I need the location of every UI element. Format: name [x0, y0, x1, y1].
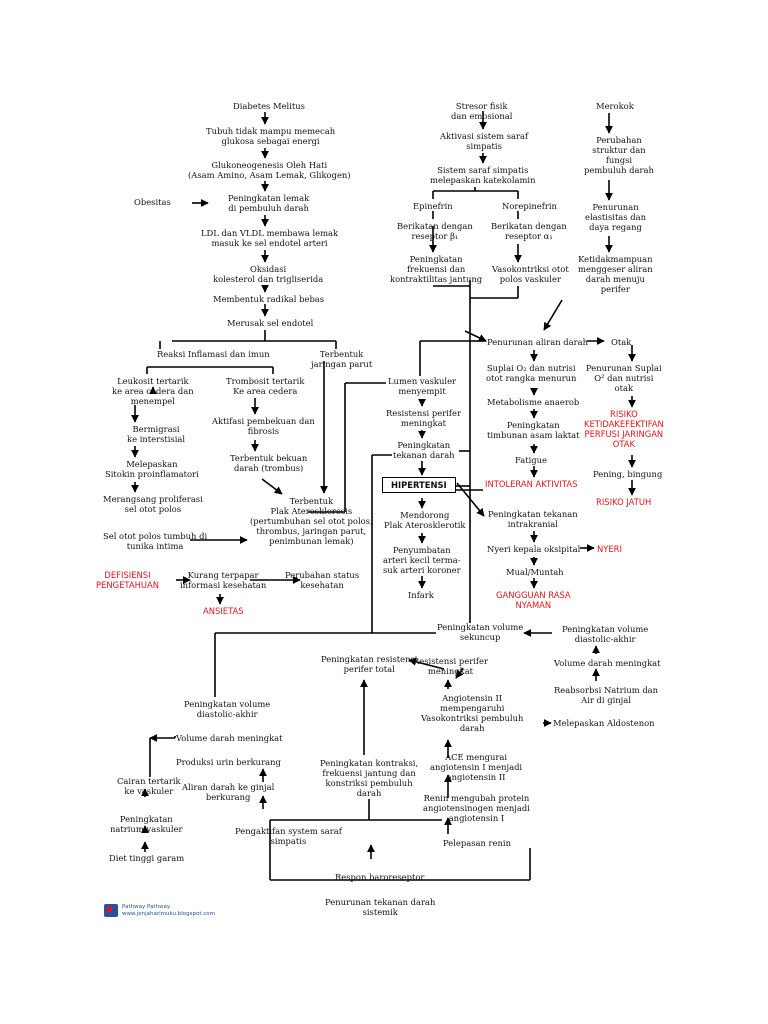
- node-respon-baroreseptor: Respon baroreseptor: [335, 872, 425, 882]
- node-diet-garam: Diet tinggi garam: [109, 853, 185, 863]
- connector-arrow: [455, 667, 464, 679]
- node-radikal-bebas: Membentuk radikal bebas: [213, 294, 325, 304]
- node-volume-diastolik-kiri: Peningkatan volume diastolic-akhir: [184, 699, 271, 719]
- node-reaksi-inflamasi: Reaksi Inflamasi dan imun: [157, 349, 270, 359]
- node-vasokontriksi-otot: Vasokontriksi otot polos vaskuler: [492, 264, 569, 284]
- node-bermigrasi: Bermigrasi ke interstisial: [127, 424, 186, 444]
- node-peningkatan-kontraksi: Peningkatan kontraksi, frekuensi jantung…: [320, 758, 419, 798]
- dx-defisiensi-pengetahuan: DEFISIENSI PENGETAHUAN: [96, 570, 160, 590]
- node-aktifasi-pembekuan: Aktifasi pembekuan dan fibrosis: [212, 416, 315, 436]
- node-peningkatan-lemak: Peningkatan lemak di pembuluh darah: [228, 193, 310, 213]
- node-sitokin: Melepaskan Sitokin proinflamatori: [105, 459, 199, 479]
- dx-risiko-jatuh: RISIKO JATUH: [596, 497, 652, 507]
- node-kurang-terpapar: Kurang terpapar informasi kesehatan: [180, 570, 267, 590]
- node-penurunan-elastisitas: Penurunan elastisitas dan daya regang: [585, 202, 647, 232]
- footer-url: www.jenjaharimuku.blogspot.com: [122, 910, 216, 917]
- node-glukoneogenesis: Glukoneogenesis Oleh Hati (Asam Amino, A…: [188, 160, 351, 180]
- node-otak: Otak: [611, 337, 632, 347]
- node-infark: Infark: [408, 590, 434, 600]
- node-nyeri-kepala: Nyeri kepala oksipital: [487, 544, 581, 554]
- node-volume-meningkat-kiri: Volume darah meningkat: [176, 733, 283, 743]
- node-angiotensin-ii: Angiotensin II mempengaruhi Vasokontriks…: [421, 693, 524, 733]
- connector-arrow: [408, 657, 445, 670]
- node-tunika-intima: Sel otot polos tumbuh di tunika intima: [103, 531, 208, 551]
- node-obesitas: Obesitas: [134, 197, 171, 207]
- node-resistensi-perifer-2: Resistensi perifer meningkat: [413, 656, 488, 676]
- node-ace: ACE mengurai angiotensin I menjadi angio…: [430, 752, 523, 782]
- node-suplai-otot: Suplai O₂ dan nutrisi otot rangka menuru…: [486, 363, 577, 383]
- node-perubahan-status: Perubahan status kesehatan: [285, 570, 360, 590]
- node-pening-bingung: Pening, bingung: [593, 469, 663, 479]
- node-mual-muntah: Mual/Muntah: [506, 567, 564, 577]
- node-plak-aterosklerosis: Terbentuk Plak Aterosklerosis (pertumbuh…: [250, 496, 373, 546]
- node-fatigue: Fatigue: [515, 455, 547, 465]
- node-suplai-otak: Penurunan Suplai O² dan nutrisi otak: [586, 363, 662, 393]
- node-peningkatan-td: Peningkatan tekanan darah: [393, 440, 455, 460]
- node-natrium-vaskuler: Peningkatan natrium vaskuler: [110, 814, 183, 834]
- node-renin-mengubah: Renin mengubah protein angiotensinogen m…: [423, 793, 530, 823]
- dx-risiko-perfusi-otak: RISIKO KETIDAKEFEKTIFAN PERFUSI JARINGAN…: [584, 409, 664, 449]
- node-tekanan-intrakranial: Peningkatan tekanan intrakranial: [488, 509, 578, 529]
- node-tubuh-tidak-mampu: Tubuh tidak mampu memecah glukosa sebaga…: [206, 126, 336, 146]
- connector-arrow: [543, 299, 563, 331]
- node-bekuan-darah: Terbentuk bekuan darah (trombus): [230, 453, 308, 473]
- node-pengaktifan-simpatis: Pengaktifan system saraf simpatis: [235, 826, 342, 846]
- node-asam-laktat: Peningkatan timbunan asam laktat: [487, 420, 580, 440]
- dx-intoleran-aktivitas: INTOLERAN AKTIVITAS: [485, 479, 578, 489]
- pathway-logo-icon: [104, 904, 118, 917]
- node-ldl-vldl: LDL dan VLDL membawa lemak masuk ke sel …: [201, 228, 339, 248]
- node-ketidakmampuan: Ketidakmampuan menggeser aliran darah me…: [578, 254, 653, 294]
- node-lumen-vaskuler: Lumen vaskuler menyempit: [388, 376, 457, 396]
- dx-ansietas: ANSIETAS: [203, 606, 244, 616]
- node-volume-diastolik-kanan: Peningkatan volume diastolic-akhir: [562, 624, 649, 644]
- node-jaringan-parut: Terbentuk jaringan parut: [311, 349, 373, 369]
- node-leukosit: Leukosit tertarik ke area cedera dan men…: [112, 376, 194, 406]
- connector-lines: [131, 111, 636, 881]
- node-epinefrin: Epinefrin: [413, 201, 453, 211]
- node-mendorong-plak: Mendorong Plak Aterosklerotik: [384, 510, 466, 530]
- connector-arrow: [456, 482, 485, 517]
- node-diabetes-melitus: Diabetes Melitus: [233, 101, 305, 111]
- node-merusak-endotel: Merusak sel endotel: [227, 318, 314, 328]
- footer-brand: Pathway Pathway: [122, 904, 171, 910]
- node-penyumbatan-arteri: Penyumbatan arteri kecil terma- suk arte…: [383, 545, 461, 575]
- node-simpatis-katekolamin: Sistem saraf simpatis melepaskan katekol…: [430, 165, 536, 185]
- node-volume-meningkat-kanan: Volume darah meningkat: [554, 658, 661, 668]
- footer-credit: Pathway Pathway www.jenjaharimuku.blogsp…: [104, 904, 215, 917]
- node-reabsorbsi: Reabsorbsi Natrium dan Air di ginjal: [554, 685, 659, 705]
- node-proliferasi: Merangsang proliferasi sel otot polos: [103, 494, 203, 514]
- dx-nyeri: NYERI: [597, 544, 622, 554]
- node-perubahan-struktur: Perubahan struktur dan fungsi pembuluh d…: [584, 135, 654, 175]
- node-ikat-alfa: Berikatan dengan reseptor α₁: [491, 221, 567, 241]
- node-cairan-vaskuler: Cairan tertarik ke vaskuler: [117, 776, 181, 796]
- node-merokok: Merokok: [596, 101, 634, 111]
- node-pelepasan-renin: Pelepasan renin: [443, 838, 511, 848]
- node-stresor: Stresor fisik dan emosional: [451, 101, 513, 121]
- connector-arrow: [261, 478, 283, 495]
- node-penurunan-aliran: Penurunan aliran darah: [487, 337, 588, 347]
- node-resistensi-total: Peningkatan resistensi perifer total: [321, 654, 418, 674]
- node-trombosit: Trombosit tertarik Ke area cedera: [226, 376, 305, 396]
- node-oksidasi: Oksidasi kolesterol dan trigliserida: [213, 264, 324, 284]
- node-resistensi-perifer-1: Resistensi perifer meningkat: [386, 408, 461, 428]
- node-volume-sekuncup: Peningkatan volume sekuncup: [437, 622, 524, 642]
- node-aldosteron: Melepaskan Aldostenon: [553, 718, 655, 728]
- node-frekuensi-kontraktilitas: Peningkatan frekuensi dan kontraktilitas…: [390, 254, 483, 284]
- node-aktivasi-simpatis: Aktivasi sistem saraf simpatis: [440, 131, 529, 151]
- node-aliran-ginjal: Aliran darah ke ginjal berkurang: [182, 782, 275, 802]
- node-metabolisme-anaerob: Metabolisme anaerob: [487, 397, 580, 407]
- dx-gangguan-rasa-nyaman: GANGGUAN RASA NYAMAN: [496, 590, 571, 610]
- node-penurunan-td-sistemik: Penurunan tekanan darah sistemik: [325, 897, 436, 917]
- node-hipertensi: HIPERTENSI: [382, 477, 456, 493]
- node-norepinefrin: Norepinefrin: [502, 201, 557, 211]
- node-ikat-beta: Berikatan dengan reseptor β₁: [397, 221, 473, 241]
- node-produksi-urin: Produksi urin berkurang: [176, 757, 281, 767]
- connector-arrow: [464, 330, 487, 342]
